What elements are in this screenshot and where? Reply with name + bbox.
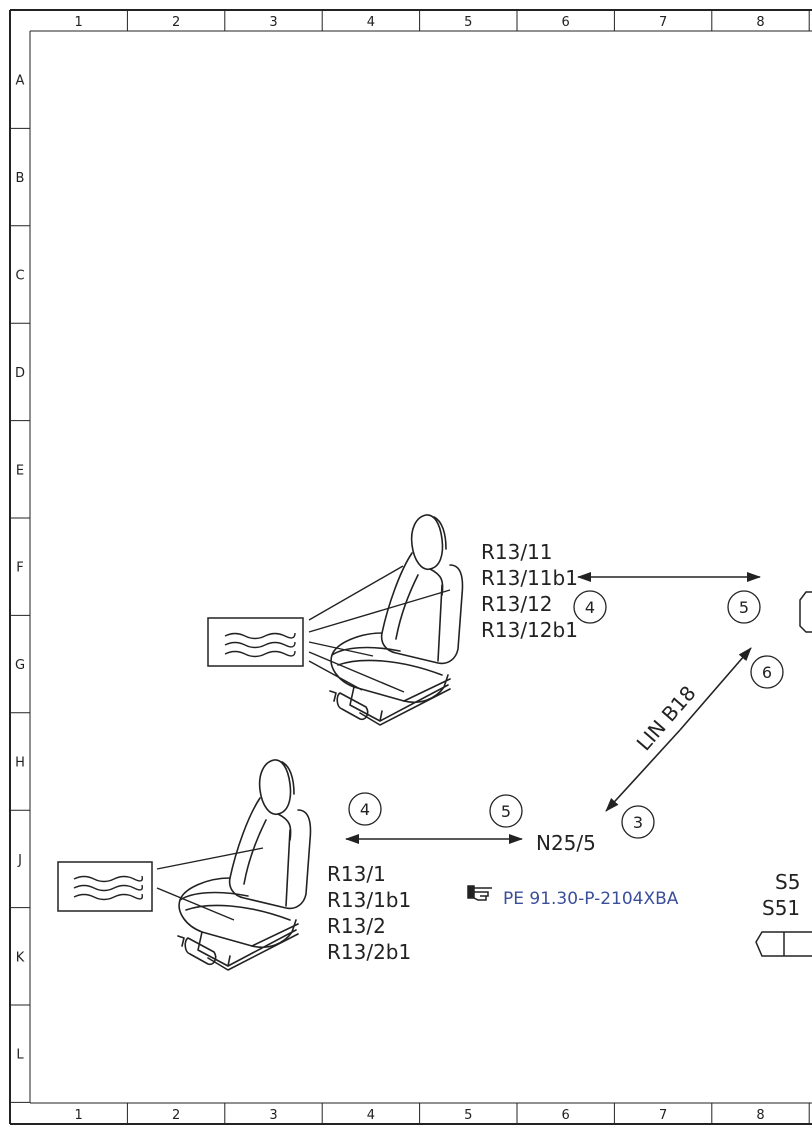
heater-mat-icon: [207, 617, 304, 667]
column-label-bottom: 2: [172, 1108, 180, 1123]
row-label: G: [15, 658, 25, 673]
reference-link-text[interactable]: PE 91.30-P-2104XBA: [503, 889, 679, 909]
seat-icon: [177, 759, 312, 971]
reference-link[interactable]: PE 91.30-P-2104XBA: [467, 885, 679, 909]
lower-seat-label-1: R13/1: [327, 862, 386, 886]
lower-seat-label-4: R13/2b1: [327, 940, 411, 964]
connection-number-diagonal-bottom: 3: [621, 805, 655, 839]
row-label: C: [15, 269, 24, 284]
row-label: D: [15, 366, 25, 381]
row-label: L: [16, 1048, 24, 1063]
switch-icon: [755, 931, 812, 957]
column-label-bottom: 7: [659, 1108, 667, 1123]
svg-text:5: 5: [501, 802, 511, 821]
svg-text:5: 5: [739, 598, 749, 617]
row-label: A: [16, 74, 25, 89]
column-label-top: 7: [659, 15, 667, 30]
svg-text:4: 4: [360, 800, 370, 819]
column-label-top: 8: [756, 15, 764, 30]
column-label-top: 4: [367, 15, 375, 30]
column-label-bottom: 3: [269, 1108, 277, 1123]
connector-icon: [799, 591, 812, 633]
row-label: B: [16, 171, 25, 186]
column-label-bottom: 8: [756, 1108, 764, 1123]
switch-label-2: S51: [762, 896, 800, 920]
column-label-top: 1: [75, 15, 83, 30]
upper-seat-label-1: R13/11: [481, 540, 553, 564]
upper-seat-label-4: R13/12b1: [481, 618, 578, 642]
pointing-hand-icon: [467, 885, 492, 901]
connection-number-lower-left: 4: [348, 792, 382, 826]
row-label: E: [16, 463, 24, 478]
column-label-top: 3: [269, 15, 277, 30]
connection-number-diagonal-top: 6: [750, 655, 784, 689]
column-label-bottom: 4: [367, 1108, 375, 1123]
column-label-top: 6: [562, 15, 570, 30]
column-label-bottom: 5: [464, 1108, 472, 1123]
column-label-bottom: 6: [562, 1108, 570, 1123]
heater-mat-icon: [57, 861, 153, 912]
seat-icon: [329, 514, 464, 726]
row-label: K: [16, 950, 25, 965]
connection-number-upper-left: 4: [573, 590, 607, 624]
module-label: N25/5: [536, 831, 596, 855]
row-label: J: [17, 853, 22, 868]
svg-text:3: 3: [633, 813, 643, 832]
lower-seat-label-2: R13/1b1: [327, 888, 411, 912]
lin-bus-arrow-down: [605, 729, 681, 812]
drawing-frame: [9, 9, 812, 1125]
column-label-top: 5: [464, 15, 472, 30]
lin-bus-arrow-up: [679, 647, 752, 731]
row-label: H: [15, 756, 25, 771]
upper-seat-label-2: R13/11b1: [481, 566, 578, 590]
connection-number-upper-right: 5: [727, 590, 761, 624]
switch-label-1: S5: [775, 870, 800, 894]
upper-seat-label-3: R13/12: [481, 592, 553, 616]
row-label: F: [16, 561, 23, 576]
svg-text:4: 4: [585, 598, 595, 617]
connection-number-lower-right: 5: [489, 794, 523, 828]
svg-text:6: 6: [762, 663, 772, 682]
lower-seat-assembly: [57, 759, 312, 971]
lower-seat-label-3: R13/2: [327, 914, 386, 938]
column-label-top: 2: [172, 15, 180, 30]
upper-seat-assembly: [207, 514, 464, 726]
column-label-bottom: 1: [75, 1108, 83, 1123]
